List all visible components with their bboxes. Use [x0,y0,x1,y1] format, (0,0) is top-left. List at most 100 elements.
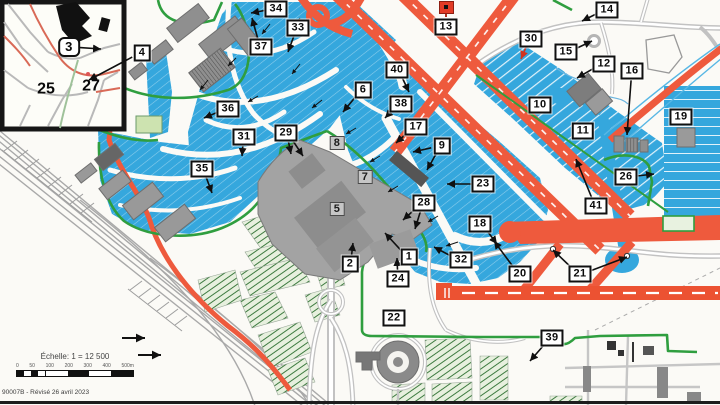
scale-tick-labels: 0 50 100 200 300 400 500m [16,363,134,369]
map-label-1: 1 [400,248,418,266]
map-label-27: 27 [82,77,100,95]
leader-arrow-14 [581,12,598,22]
map-label-40: 40 [385,61,409,79]
scale-segment [111,371,133,376]
map-label-38: 38 [389,95,413,113]
leader-arrow-29 [291,139,304,157]
scale-caption: Échelle: 1 = 12 500 [40,352,110,361]
map-label-10: 10 [528,96,552,114]
leader-arrow-28 [413,211,422,230]
revision-note: 90007B - Révisé 26 avril 2023 [2,389,90,396]
map-label-13: 13 [434,18,458,36]
scale-segment [89,371,112,376]
leader-arrow-16 [623,79,632,136]
map-label-4: 4 [133,44,151,62]
leader-arrow-12 [576,67,595,79]
leader-arrow-35 [205,177,213,194]
leader-arrow-21 [590,256,628,272]
leader-arrow-39 [529,343,546,362]
map-label-22: 22 [382,309,406,327]
scale-segment [23,371,31,376]
scale-segment [30,371,38,376]
leader-arrow-15 [575,40,593,50]
map-label-11: 11 [571,122,595,140]
leader-arrow-32 [433,246,452,257]
map-label-21: 21 [568,265,592,283]
map-label-20: 20 [508,265,532,283]
leader-arrow-31 [238,145,247,157]
map-label-6: 6 [354,81,372,99]
map-label-19: 19 [669,108,693,126]
leader-arrow-1 [384,232,402,252]
map-label-17: 17 [404,118,428,136]
map-label-29: 29 [274,124,298,142]
map-label-31: 31 [232,128,256,146]
map-label-9: 9 [433,137,451,155]
leader-arrow-26 [636,170,655,179]
scale-segments [16,370,134,377]
leader-arrow-6 [342,96,357,113]
scale-tick: 500m [121,363,134,369]
map-label-32: 32 [449,251,473,269]
map-label-39: 39 [540,329,564,347]
map-label-37: 37 [249,38,273,56]
railway-tracks [0,130,332,405]
map-label-18: 18 [468,215,492,233]
scale-segment [37,371,45,376]
leader-arrow-36 [203,111,219,119]
scale-segment [44,371,68,376]
inset-map [0,0,127,132]
leader-arrow-4 [88,56,133,81]
scale-tick: 200 [64,363,73,369]
map-label-12: 12 [592,55,616,73]
map-label-5: 5 [329,202,345,216]
leader-arrow-34 [250,7,266,16]
sheet-bottom-rule [0,401,720,404]
map-label-36: 36 [216,100,240,118]
scale-tick: 50 [29,363,35,369]
leader-arrow-9 [412,146,432,155]
map-label-7: 7 [357,170,373,184]
map-label-41: 41 [584,197,608,215]
map-label-3: 3 [58,37,80,57]
map-label-24: 24 [386,270,410,288]
leader-arrow-9 [426,153,437,171]
direction-arrows [122,333,161,360]
map-label-15: 15 [554,43,578,61]
leader-arrow-3 [79,44,102,53]
map-label-35: 35 [190,160,214,178]
leader-arrow-40 [401,77,410,93]
rail-sidings [1,140,188,332]
map-label-26: 26 [614,168,638,186]
scale-bar: Échelle: 1 = 12 500 0 50 100 200 300 400 500m [16,352,134,377]
leader-arrow-21 [552,249,573,269]
map-label-2: 2 [341,255,359,273]
leader-arrow-30 [520,46,528,60]
scale-tick: 400 [102,363,111,369]
map-label-33: 33 [286,19,310,37]
map-label-14: 14 [595,1,619,19]
checkpoint-flag-icon [439,1,454,14]
scale-tick: 300 [83,363,92,369]
leader-arrow-24 [393,257,402,271]
map-label-23: 23 [471,175,495,193]
leader-arrow-29 [285,141,294,155]
scale-segment [67,371,90,376]
map-label-34: 34 [264,0,288,18]
green-outlined-field [662,215,695,232]
leader-arrow-41 [575,158,593,199]
map-label-25: 25 [37,80,55,98]
map-label-8: 8 [329,136,345,150]
map-label-16: 16 [620,62,644,80]
leader-arrow-33 [287,36,295,53]
scale-tick: 0 [16,363,19,369]
scale-segment [17,371,24,376]
leader-arrow-37 [250,17,259,39]
leader-arrow-2 [348,242,357,256]
inset-buildings [56,2,92,44]
map-label-30: 30 [519,30,543,48]
scale-tick: 100 [45,363,54,369]
map-label-28: 28 [412,194,436,212]
